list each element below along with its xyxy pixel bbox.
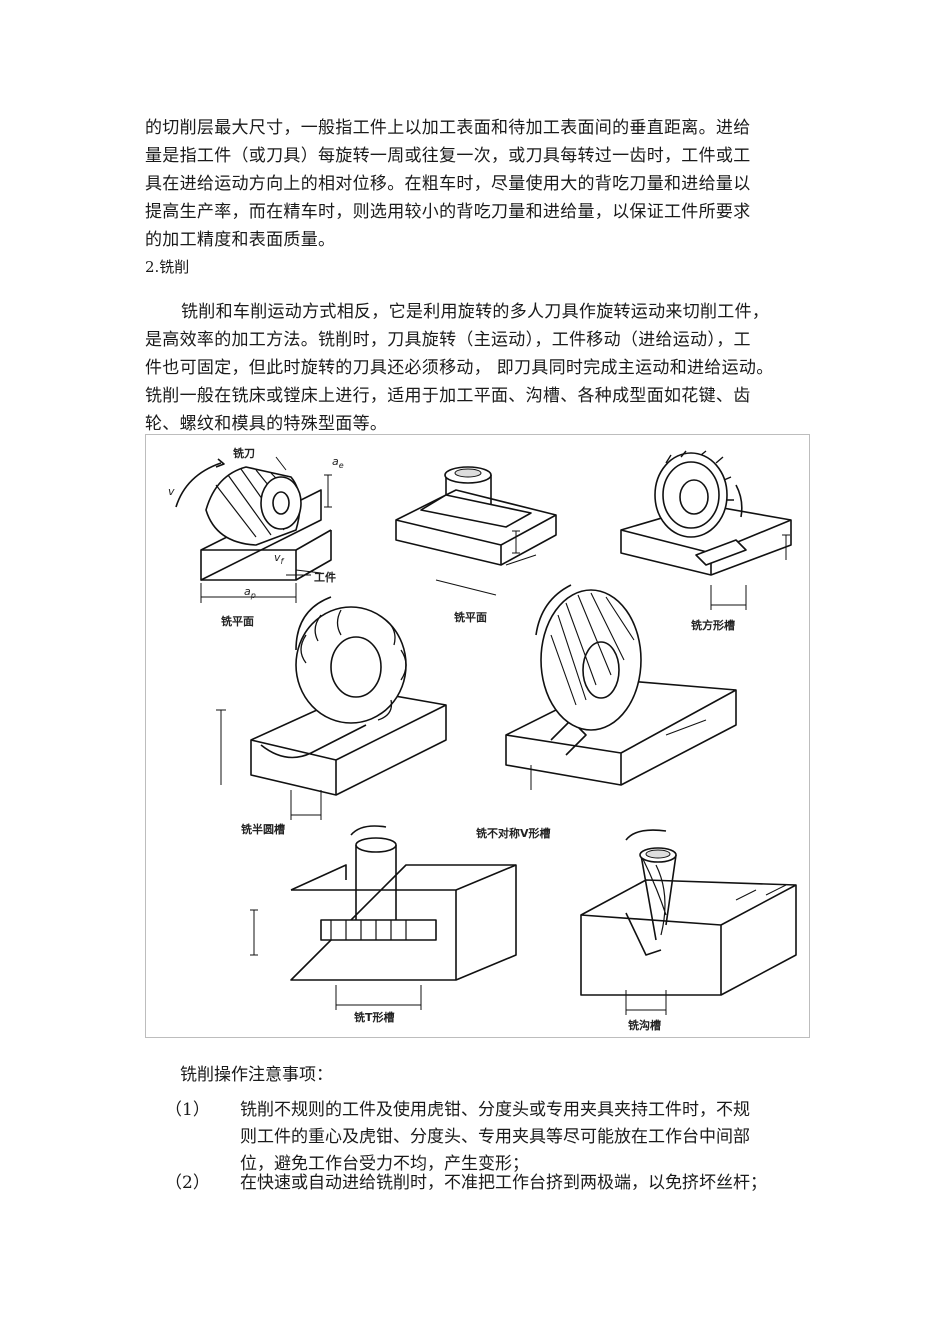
text-line: 是高效率的加工方法。铣削时，刀具旋转（主运动），工件移动（进给运动），工 [145,330,751,350]
label-ae-sub: e [338,461,344,471]
caption-v-groove: 铣不对称V形槽 [476,827,551,840]
caption-channel-groove: 铣沟槽 [628,1019,661,1032]
text-line: 铣削和车削运动方式相反，它是利用旋转的多人刀具作旋转运动来切削工件， [181,302,770,322]
label-cutter: 铣刀 [233,447,255,460]
plain-milling-drawing [175,456,332,603]
text-line: 的加工精度和表面质量。 [145,230,336,250]
label-vf: vf [274,551,283,566]
note-item-2: （2） 在快速或自动进给铣削时，不准把工作台挤到两极端，以免挤坏丝杆； [165,1170,815,1198]
label-vf-main: v [274,551,281,564]
text-line: 位，避免工作台受力不均，产生变形； [240,1154,529,1174]
note-number: （2） [165,1173,210,1193]
label-workpiece: 工件 [314,571,336,584]
text-line: 量是指工件（或刀具）每旋转一周或往复一次，或刀具每转过一齿时，工件或工 [145,146,751,166]
milling-paragraph: 铣削和车削运动方式相反，它是利用旋转的多人刀具作旋转运动来切削工件， 是高效率的… [145,298,810,438]
note-number: （1） [165,1100,210,1120]
half-round-groove-drawing [216,596,447,820]
caption-square-groove: 铣方形槽 [691,619,735,632]
note-item-1: （1） 铣削不规则的工件及使用虎钳、分度头或专用夹具夹持工件时，不规 则工件的重… [165,1097,815,1179]
milling-figure: 铣刀 工件 v vf ae ap 铣平面 铣平面 铣方形槽 铣半圆槽 铣不对称V… [145,434,810,1038]
note-text: 铣削不规则的工件及使用虎钳、分度头或专用夹具夹持工件时，不规 则工件的重心及虎钳… [240,1097,820,1178]
intro-paragraph: 的切削层最大尺寸，一般指工件上以加工表面和待加工表面间的垂直距离。进给 量是指工… [145,114,810,254]
text-line: 铣削一般在铣床或镗床上进行，适用于加工平面、沟槽、各种成型面如花键、齿 [145,386,751,406]
text-line: 具在进给运动方向上的相对位移。在粗车时，尽量使用大的背吃刀量和进给量以 [145,174,751,194]
text-line: 的切削层最大尺寸，一般指工件上以加工表面和待加工表面间的垂直距离。进给 [145,118,751,138]
square-groove-drawing [620,450,792,610]
v-groove-drawing [505,584,737,790]
text-line: 则工件的重心及虎钳、分度头、专用夹具等尽可能放在工作台中间部 [240,1127,750,1147]
section-heading: 2.铣削 [145,258,190,276]
notes-title: 铣削操作注意事项： [180,1065,333,1085]
caption-t-slot: 铣T形槽 [354,1011,395,1024]
label-ap-main: a [244,585,251,598]
caption-half-round-groove: 铣半圆槽 [241,823,285,836]
label-ae-main: a [332,455,339,468]
label-ap-sub: p [250,591,256,601]
t-slot-drawing [250,825,517,1010]
text-line: 铣削不规则的工件及使用虎钳、分度头或专用夹具夹持工件时，不规 [240,1100,750,1120]
caption-flat1: 铣平面 [221,615,254,628]
label-ap: ap [244,585,256,600]
note-text: 在快速或自动进给铣削时，不准把工作台挤到两极端，以免挤坏丝杆； [240,1170,820,1197]
text-line: 提高生产率，而在精车时，则选用较小的背吃刀量和进给量，以保证工件所要求 [145,202,751,222]
text-line: 在快速或自动进给铣削时，不准把工作台挤到两极端，以免挤坏丝杆； [240,1173,767,1193]
text-line: 轮、螺纹和模具的特殊型面等。 [145,414,388,434]
label-ae: ae [332,455,344,470]
face-milling-drawing [395,466,557,596]
caption-flat2: 铣平面 [454,611,487,624]
text-line: 件也可固定，但此时旋转的刀具还必须移动， 即刀具同时完成主运动和进给运动。 [145,358,774,378]
label-vf-sub: f [280,557,284,567]
label-v: v [168,485,175,498]
channel-groove-drawing [580,829,797,1015]
milling-illustrations [175,450,797,1015]
